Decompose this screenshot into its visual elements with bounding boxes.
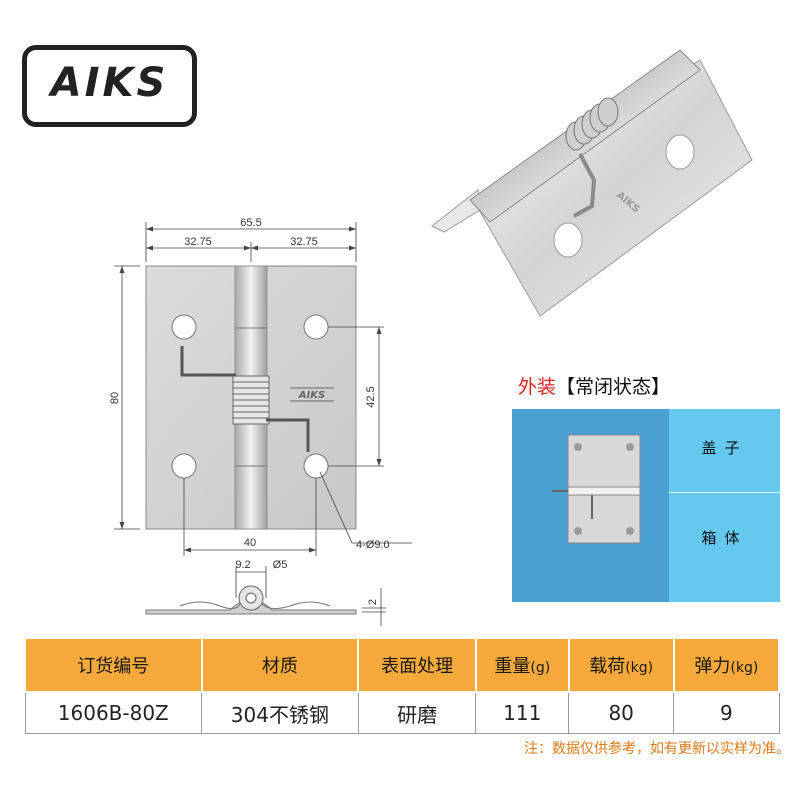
material-cell: 304不锈钢 — [201, 691, 359, 734]
panel-divider — [669, 492, 780, 493]
spring-force-cell: 9 — [673, 691, 780, 734]
header-cell: 重量(g) — [474, 637, 570, 693]
dim-pin-offset: 9.2 — [235, 559, 250, 571]
disclaimer-note: 注：数据仅供参考，如有更新以实样为准。 — [524, 741, 790, 757]
engraving-text: AIKS — [298, 390, 325, 401]
dim-half-left: 32.75 — [184, 236, 212, 248]
header-cell: 材质 — [200, 637, 360, 693]
table-row: 1606B-80Z 304不锈钢 研磨 111 80 9 — [24, 691, 780, 734]
hinge-3d-render: AIKS — [431, 49, 753, 317]
spec-table: 订货编号 材质 表面处理 重量(g) 载荷(kg) 弹力(kg) 1606B-8… — [24, 637, 781, 734]
spring-leg-left — [180, 346, 236, 377]
hole — [303, 453, 329, 479]
weight-cell: 111 — [475, 691, 570, 734]
hole — [665, 134, 695, 170]
panel-title: 外装【常闭状态】 — [512, 367, 780, 407]
spring-leg-right — [266, 418, 310, 452]
hole — [303, 314, 329, 340]
dim-thickness: 2 — [367, 599, 379, 605]
mounted-hinge-illustration — [552, 434, 641, 544]
label-box: 箱体 — [701, 529, 748, 547]
panel-image-area — [512, 409, 669, 602]
dim-height: 80 — [109, 392, 121, 404]
header-cell: 表面处理 — [357, 637, 477, 693]
dim-hole-spacing-v: 42.5 — [365, 386, 377, 407]
panel-label-area: 盖子 箱体 — [669, 409, 780, 602]
dim-total-width: 65.5 — [240, 217, 261, 229]
closed-state-panel: 外装【常闭状态】 盖子 箱体 — [512, 367, 780, 602]
dim-hole-spacing-h: 40 — [244, 537, 256, 549]
order-number-cell: 1606B-80Z — [24, 691, 203, 734]
hole — [171, 453, 197, 479]
aiks-logo: AIKS — [22, 45, 197, 127]
panel-title-black: 【常闭状态】 — [556, 376, 671, 398]
hole — [171, 314, 197, 340]
header-cell: 订货编号 — [24, 637, 203, 693]
surface-cell: 研磨 — [357, 691, 477, 734]
logo-text: AIKS — [50, 60, 169, 106]
back-leaf — [431, 189, 481, 233]
spring — [565, 97, 619, 151]
dim-pin-dia: Ø5 — [273, 559, 288, 571]
hole — [553, 222, 583, 258]
load-cell: 80 — [568, 691, 675, 734]
hinge-dimension-drawing: AIKS 65.5 32.75 32.75 80 42.5 40 4 — [109, 217, 412, 626]
hinge-side-view — [145, 585, 357, 615]
table-header-row: 订货编号 材质 表面处理 重量(g) 载荷(kg) 弹力(kg) — [24, 637, 781, 693]
spring-leg — [573, 153, 597, 218]
label-lid: 盖子 — [701, 439, 748, 457]
dim-half-right: 32.75 — [290, 236, 318, 248]
panel-title-red: 外装 — [518, 376, 557, 398]
dim-holes: 4-Ø9.0 — [356, 539, 390, 551]
spring-coils — [232, 375, 270, 425]
header-cell: 载荷(kg) — [567, 637, 675, 693]
header-cell: 弹力(kg) — [672, 637, 781, 693]
